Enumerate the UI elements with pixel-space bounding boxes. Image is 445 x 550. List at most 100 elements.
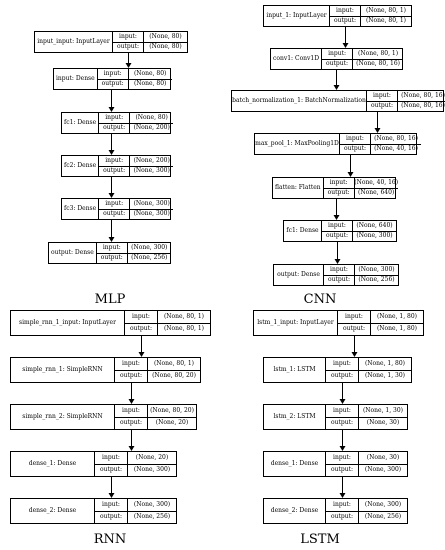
arrowhead-icon (108, 237, 115, 242)
layer-name: fc3: Dense (62, 199, 100, 219)
shape-key-input: input: (115, 405, 148, 417)
arrowhead-icon (333, 85, 340, 90)
shape-key-output: output: (338, 323, 371, 335)
shape-value-input: (None, 80, 1) (365, 6, 407, 14)
layer-shapes: input:(None, 1, 80)output:(None, 1, 80) (338, 311, 423, 335)
layer-shapes: input:(None, 20)output: (None, 300) (95, 452, 176, 476)
shape-row-input: input:(None, 80) (98, 69, 172, 79)
shape-key-output: output: (322, 231, 353, 241)
layer-shapes: input:(None, 300)output:(None, 256) (96, 243, 171, 263)
layer-name: simple_rnn_2: SimpleRNN (11, 405, 115, 429)
shape-value-input: (None, 300) (364, 500, 402, 508)
shape-value-input: (None, 80, 1) (153, 359, 195, 367)
shape-key-input: input: (322, 49, 354, 59)
shape-row-output: output:(None, 1, 80) (338, 322, 423, 335)
layer-shapes: input:(None, 300)output:(None, 300) (99, 199, 174, 219)
shape-row-input: input:(None, 20) (95, 452, 176, 464)
shape-value-output: (None, 1, 30) (364, 372, 406, 380)
layer-shapes: input:(None, 30)output:(None, 300) (326, 452, 407, 476)
shape-key-input: input: (322, 221, 353, 231)
shape-row-input: input:(None, 300) (95, 499, 176, 511)
arrowhead-icon (125, 63, 132, 68)
shape-key-input: input: (340, 134, 371, 144)
diagram-caption: LSTM (300, 532, 340, 547)
shape-value-output: (None, 300) (364, 466, 402, 474)
shape-row-output: output:(None, 1, 30) (326, 369, 411, 382)
shape-key-output: output: (367, 101, 398, 111)
shape-value-output: (None, 300) (133, 210, 170, 218)
diagram-caption: MLP (94, 292, 126, 307)
shape-key-input: input: (326, 452, 359, 464)
layer-shapes: input:(None, 80)output:(None, 200) (99, 113, 174, 133)
layer-name: conv1: Conv1D (271, 49, 323, 69)
diagram-caption: CNN (303, 292, 337, 307)
shape-row-output: output: (None, 300) (95, 463, 176, 476)
shape-row-input: input:(None, 300) (324, 265, 398, 275)
layer-shapes: input:(None, 80)output:(None, 80) (97, 69, 172, 89)
shape-value-output: (None, 640) (358, 189, 395, 197)
shape-value-output: (None, 40, 16) (374, 145, 418, 153)
arrowhead-icon (333, 215, 340, 220)
layer-name: simple_rnn_1_input: InputLayer (11, 311, 125, 335)
shape-key-input: input: (99, 199, 131, 209)
shape-row-output: output:(None, 30) (326, 416, 407, 429)
shape-key-input: input: (326, 405, 359, 417)
shape-value-output: (None, 80, 1) (163, 325, 205, 333)
layer-shapes: input:(None, 200)output:(None, 300) (99, 156, 174, 176)
shape-key-input: input: (98, 69, 129, 79)
shape-value-input: (None, 1, 80) (376, 312, 418, 320)
shape-row-output: output:(None, 40, 16) (340, 143, 421, 154)
layer-name: lstm_1: LSTM (264, 358, 326, 382)
shape-value-input: (None, 80, 1) (163, 312, 205, 320)
shape-value-input: (None, 1, 30) (362, 406, 404, 414)
shape-row-input: input: (None, 80, 1) (125, 311, 210, 323)
shape-row-output: output:(None, 640) (323, 187, 398, 198)
arrowhead-icon (108, 107, 115, 112)
shape-value-input: (None, 640) (356, 221, 393, 229)
layer-shapes: input:(None, 300)output:(None, 256) (95, 499, 176, 523)
shape-row-output: output:(None, 300) (99, 165, 174, 176)
shape-value-output: (None, 80, 16) (401, 102, 445, 110)
shape-key-output: output: (98, 79, 129, 89)
layer-shapes: input:(None, 80, 16)output:(None, 40, 16… (340, 134, 421, 154)
shape-row-output: output:(None, 256) (95, 510, 176, 523)
shape-value-output: (None, 256) (131, 254, 168, 262)
shape-key-input: input: (324, 265, 355, 275)
layer-node: batch_normalization_1: BatchNormalizatio… (231, 90, 445, 112)
shape-key-output: output: (324, 275, 355, 285)
shape-value-input: (None, 80) (135, 113, 168, 121)
shape-value-output: (None, 300) (133, 466, 171, 474)
shape-value-input: (None, 200) (133, 156, 170, 164)
shape-row-input: input: (None, 80, 1) (322, 49, 403, 59)
shape-row-input: input:(None, 300) (97, 243, 171, 253)
arrowhead-icon (108, 493, 115, 498)
layer-shapes: input:(None, 80, 1)output:(None, 80, 16) (322, 49, 404, 69)
shape-value-input: (None, 80, 20) (150, 406, 194, 414)
layer-name: dense_1: Dense (11, 452, 95, 476)
shape-value-output: (None, 300) (133, 167, 170, 175)
layer-shapes: input:(None, 1, 80)output:(None, 1, 30) (326, 358, 411, 382)
shape-key-input: input: (125, 311, 158, 323)
shape-key-input: input: (95, 499, 128, 511)
shape-row-input: input:(None, 80) (113, 32, 187, 42)
shape-row-input: input:(None, 300) (326, 499, 407, 511)
layer-name: dense_2: Dense (11, 499, 95, 523)
shape-row-input: input:(None, 80) (99, 113, 173, 123)
shape-row-input: input: (None, 80, 1) (330, 6, 411, 16)
shape-value-input: (None, 80, 1) (358, 49, 399, 57)
shape-key-input: input: (367, 91, 398, 101)
shape-key-output: output: (97, 253, 128, 263)
shape-key-output: output: (95, 464, 128, 476)
shape-row-output: output:(None, 80, 1) (125, 322, 210, 335)
shape-key-input: input: (330, 6, 361, 16)
arrowhead-icon (128, 399, 135, 404)
